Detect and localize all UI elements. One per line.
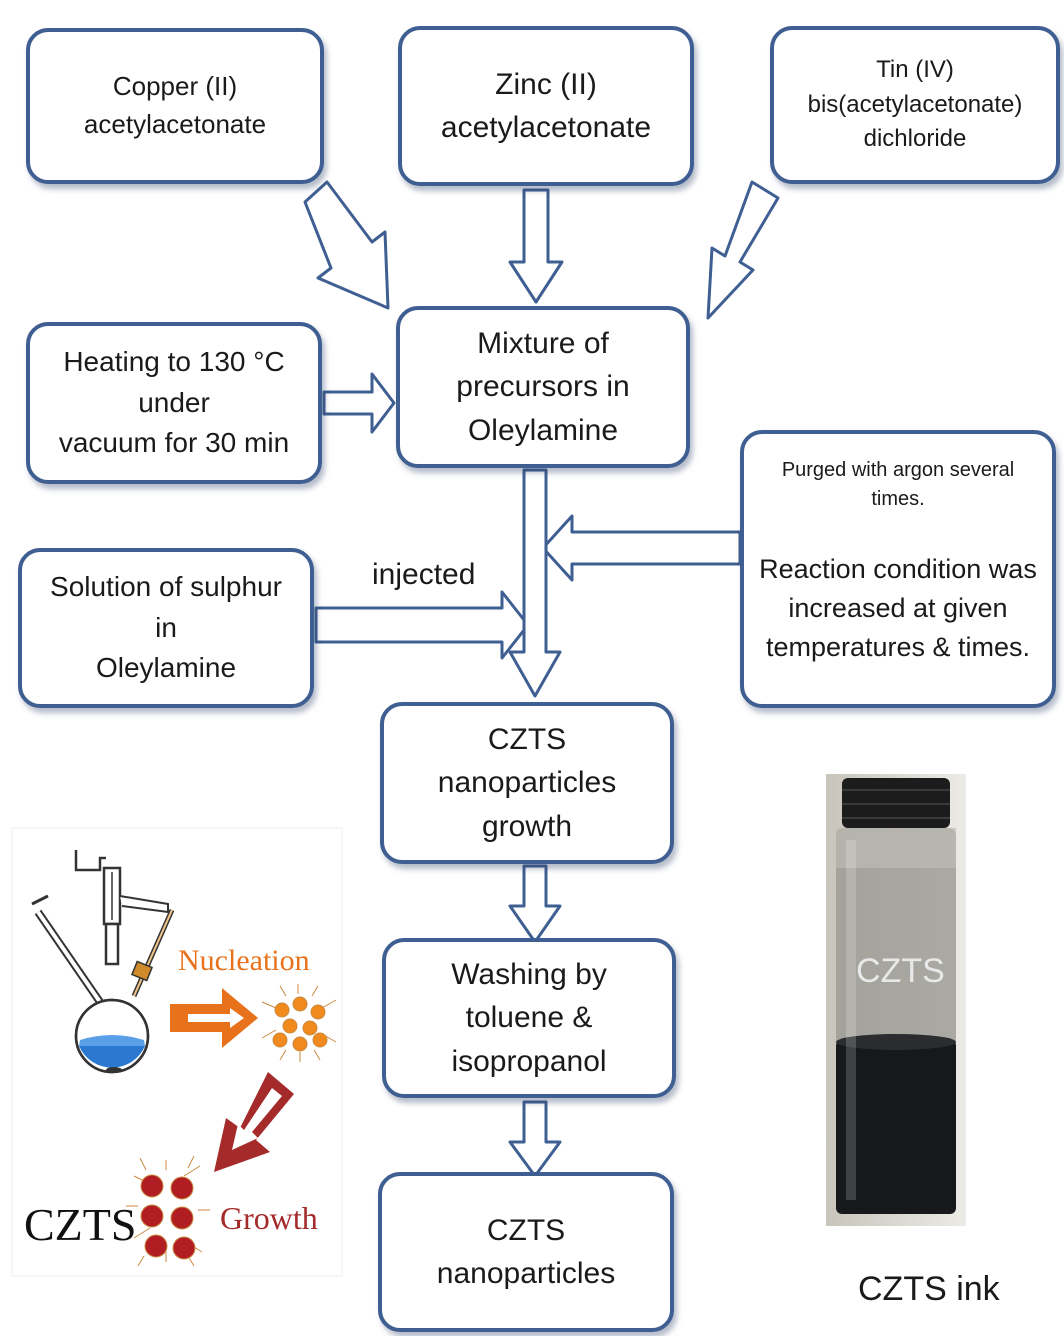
copper-precursor-label: Copper (II) acetylacetonate: [83, 71, 267, 139]
arrow-sulphur-to-line: [314, 590, 530, 660]
growth-particles: [126, 1155, 210, 1267]
injected-label: injected: [372, 558, 476, 591]
nucleation-label: Nucleation: [178, 944, 310, 977]
arrow-heating-to-mixture: [322, 372, 396, 434]
photo-caption: CZTS ink: [858, 1270, 1000, 1308]
sulphur-solution-label: Solution of sulphur in Oleylamine: [50, 571, 282, 684]
arrow-copper-to-mixture: [303, 180, 390, 310]
tin-precursor-box: Tin (IV) bis(acetylacetonate) dichloride: [770, 26, 1060, 184]
product-box: CZTS nanoparticles: [378, 1172, 674, 1332]
arrow-washing-to-product: [508, 1100, 562, 1178]
zinc-precursor-box: Zinc (II) acetylacetonate: [398, 26, 694, 186]
sulphur-solution-box: Solution of sulphur in Oleylamine: [18, 548, 314, 708]
growth-step-box: CZTS nanoparticles growth: [380, 702, 674, 864]
arrow-tin-to-mixture: [706, 180, 780, 320]
mixture-step-label: Mixture of precursors in Oleylamine: [456, 326, 630, 447]
purged-note: Purged with argon several times.: [781, 459, 1015, 510]
heating-step-box: Heating to 130 °C under vacuum for 30 mi…: [26, 322, 322, 484]
flask-setup-illustration: [31, 850, 175, 1074]
schematic-panel: [11, 827, 343, 1277]
czts-schematic-label: CZTS: [24, 1199, 137, 1250]
arrow-growth-to-washing: [508, 864, 562, 944]
arrow-mixture-to-growth: [508, 468, 562, 698]
washing-step-label: Washing by toluene & isopropanol: [451, 957, 607, 1078]
washing-step-box: Washing by toluene & isopropanol: [382, 938, 676, 1098]
czts-ink-vial-photo: [826, 774, 966, 1226]
vial-label: CZTS: [856, 952, 945, 990]
growth-label: Growth: [220, 1200, 318, 1236]
arrow-reaction-to-line: [541, 514, 742, 582]
nucleation-particles: [261, 984, 337, 1062]
zinc-precursor-label: Zinc (II) acetylacetonate: [440, 67, 652, 145]
product-label: CZTS nanoparticles: [436, 1213, 616, 1291]
tin-precursor-label: Tin (IV) bis(acetylacetonate) dichloride: [807, 55, 1023, 153]
mixture-step-box: Mixture of precursors in Oleylamine: [396, 306, 690, 468]
reaction-condition-box: Purged with argon several times. Reactio…: [740, 430, 1056, 708]
copper-precursor-box: Copper (II) acetylacetonate: [26, 28, 324, 184]
heating-step-label: Heating to 130 °C under vacuum for 30 mi…: [58, 346, 290, 459]
arrow-zinc-to-mixture: [508, 188, 564, 304]
growth-step-label: CZTS nanoparticles growth: [437, 722, 617, 843]
reaction-condition-label: Reaction condition was increased at give…: [759, 554, 1037, 663]
